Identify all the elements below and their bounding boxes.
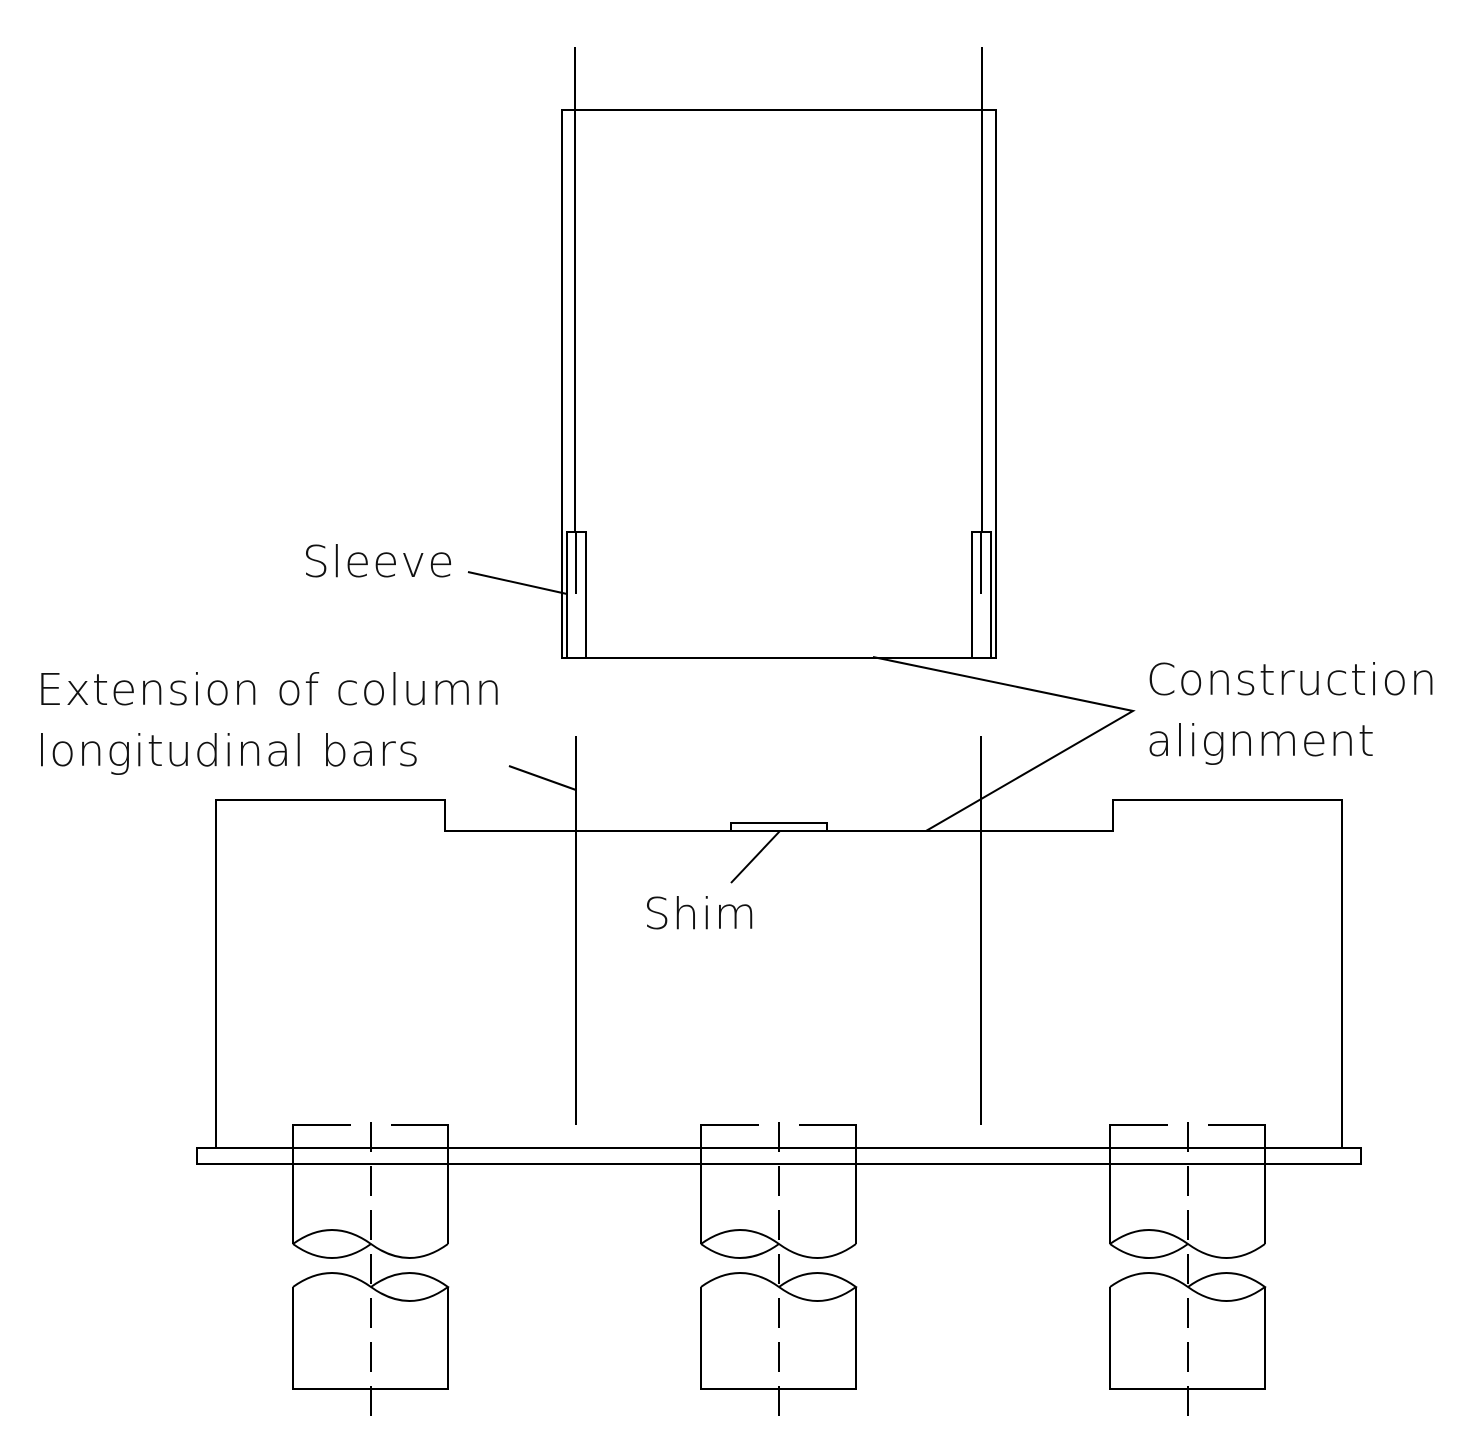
column [561,47,997,659]
construction-label-line2: alignment [1146,716,1376,767]
leaders [467,571,1136,884]
pile-1 [292,1122,450,1420]
pile-break-upper [1109,1229,1266,1259]
construction-leader [872,656,1136,832]
footing-outline [215,799,1343,1148]
pile-2 [700,1122,858,1420]
construction-label-line1: Construction [1146,655,1438,706]
pile-break-upper [292,1229,449,1259]
pile-top [1109,1124,1266,1244]
shim-leader [730,830,781,884]
shim [730,822,828,832]
piles [292,1122,1267,1420]
pile-top [292,1124,449,1244]
pile-break-upper [700,1229,857,1259]
extension-label-line1: Extension of column [36,665,503,716]
footing [196,736,1362,1165]
sleeve-label: Sleeve [302,537,455,588]
pile-top [700,1124,857,1244]
shim-label: Shim [643,889,758,940]
column-outline [561,109,997,659]
sleeve-leader [467,571,568,595]
pile-3 [1109,1122,1267,1420]
extension-leader [508,765,577,791]
extension-label-line2: longitudinal bars [36,726,421,777]
